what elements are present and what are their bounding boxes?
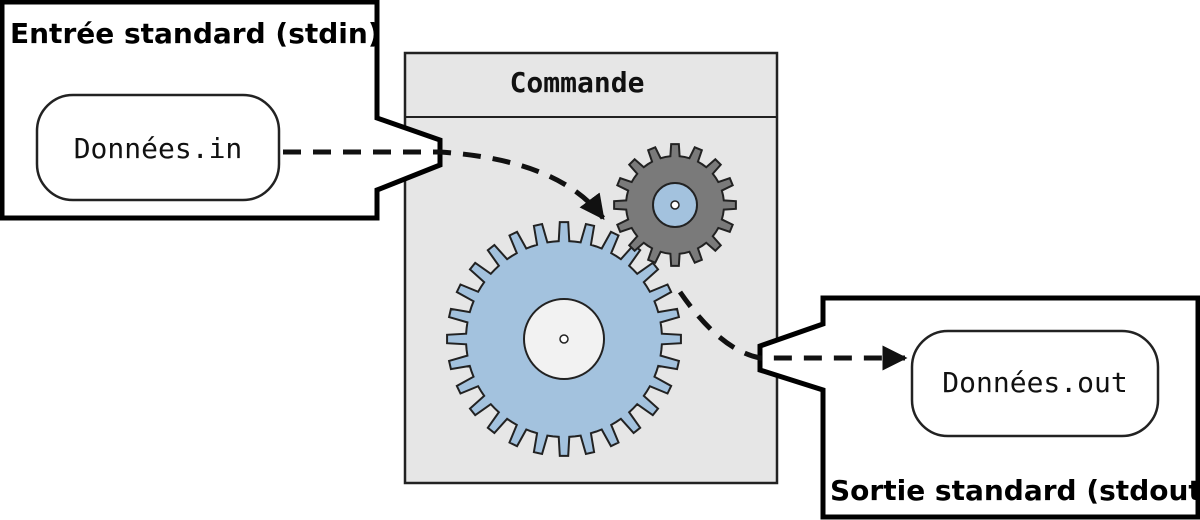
stdin-file-box — [35, 93, 281, 202]
stdout-flow-arrow — [677, 290, 908, 371]
command-title: Commande — [510, 66, 645, 99]
stdout-file-label: Données.out — [942, 366, 1127, 399]
stdout-file-box — [910, 329, 1160, 438]
big-gear-axle — [559, 334, 569, 344]
stdin-title: Entrée standard (stdin) — [10, 17, 381, 50]
big-gear-icon — [446, 221, 682, 457]
stdout-callout: Données.out Sortie standard (stdout) — [757, 295, 1200, 520]
stdout-title: Sortie standard (stdout) — [830, 474, 1200, 507]
stdin-file-label: Données.in — [74, 132, 243, 165]
stdin-callout: Entrée standard (stdin) Données.in — [0, 0, 443, 221]
small-gear-icon — [613, 143, 737, 267]
stdin-flow-arrow — [283, 149, 606, 221]
small-gear-axle — [670, 200, 680, 210]
